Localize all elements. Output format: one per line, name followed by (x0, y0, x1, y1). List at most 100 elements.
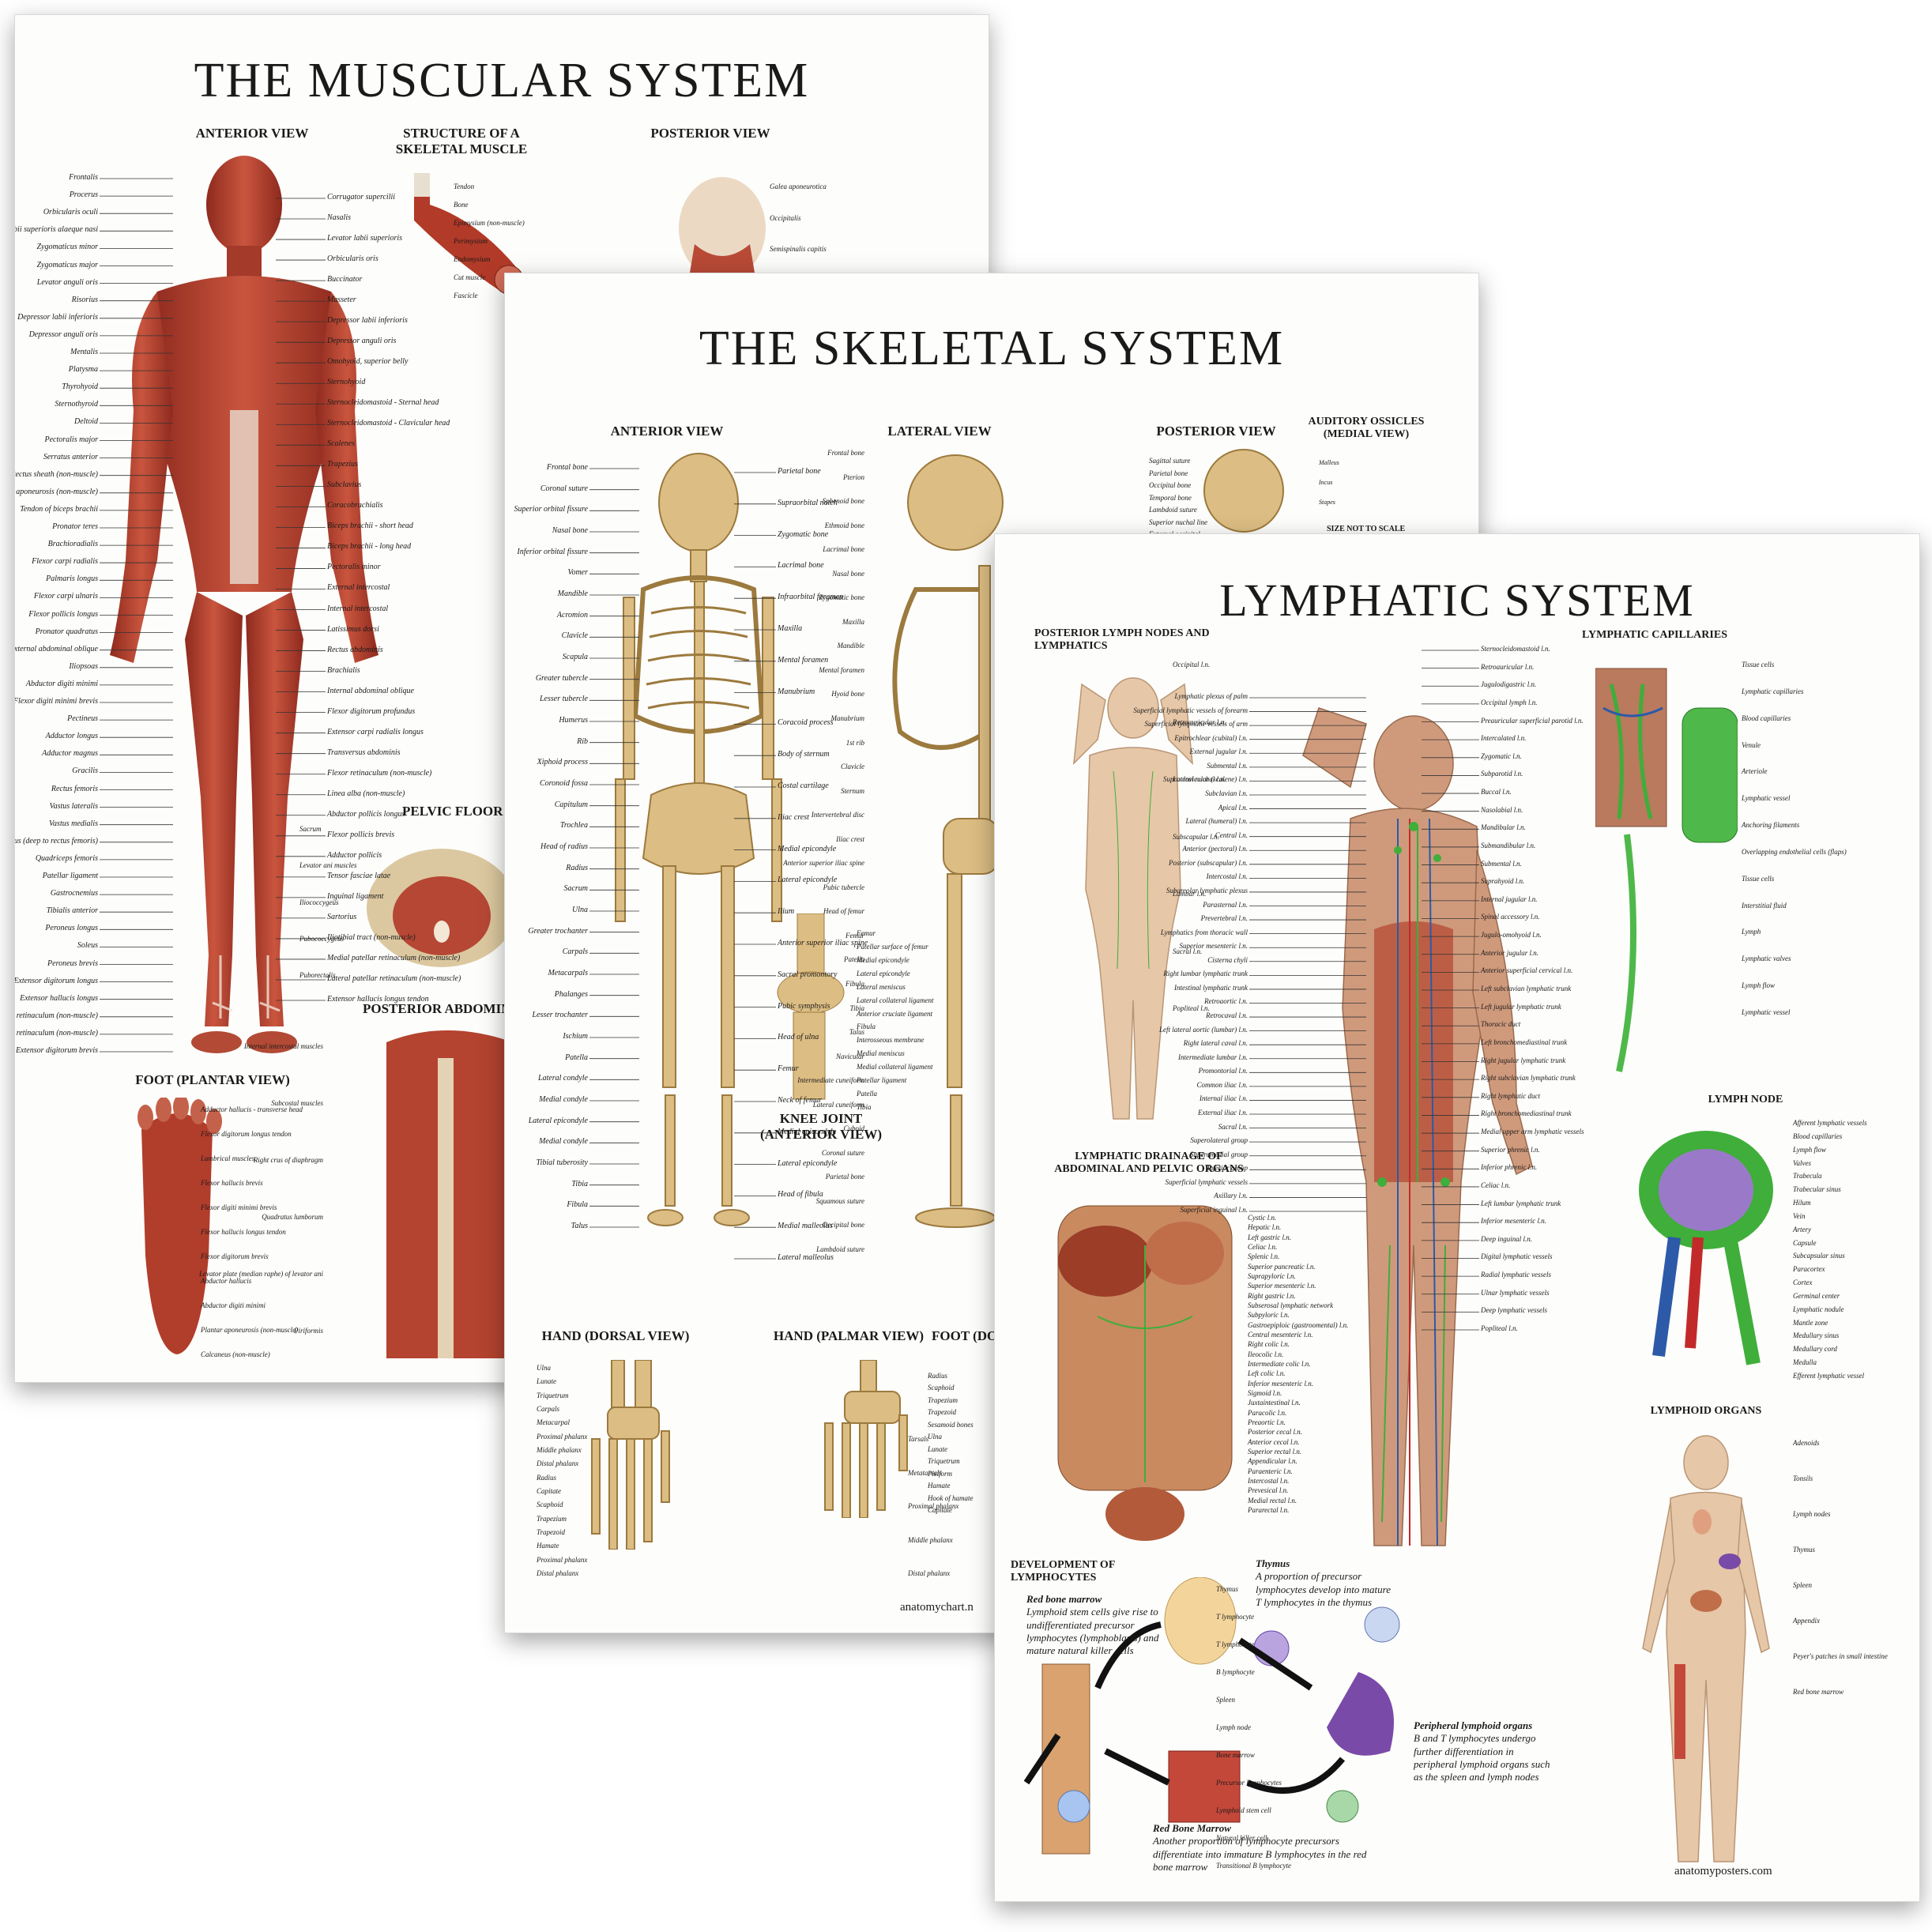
anatomy-label: Right subclavian lymphatic trunk (1481, 1074, 1576, 1083)
anatomy-label: Lesser tubercle (539, 695, 588, 704)
anatomy-label: Greater trochanter (528, 926, 588, 936)
anatomy-label: Extensor digitorum brevis (15, 1046, 98, 1055)
anatomy-label: Medial malleolus (778, 1222, 833, 1231)
anatomy-label: Manubrium (778, 687, 815, 696)
anatomy-label: Sternocleidomastoid l.n. (1481, 645, 1550, 653)
anatomy-label: Radius (537, 1473, 557, 1482)
lymphoid-organs-illustration (1642, 1435, 1770, 1862)
anatomy-label: Distal phalanx (537, 1569, 579, 1577)
anatomy-label: Incus (1319, 479, 1333, 486)
anatomy-label: Rib (577, 736, 588, 746)
anatomy-label: Cut muscle (454, 273, 486, 281)
anatomy-label: Apical l.n. (1218, 803, 1248, 812)
anatomy-label: Superior orbital fissure (514, 505, 588, 514)
anatomy-label: Superficial lymphatic vessels (1165, 1177, 1248, 1186)
anatomy-label: Subserosal lymphatic network (1248, 1301, 1334, 1309)
anatomy-label: Lacrimal bone (823, 545, 864, 554)
anatomy-label: Orbicularis oculi (43, 208, 98, 217)
anatomy-label: Capitulum (554, 800, 588, 809)
anatomy-label: Sacral l.n. (1218, 1122, 1248, 1131)
anatomy-label: Parietal bone (1149, 469, 1188, 477)
anatomy-label: Coracoid process (778, 718, 834, 728)
anatomy-label: Sternothyroid (55, 400, 98, 409)
anatomy-label: Superior extensor retinaculum (non-muscl… (15, 1011, 98, 1020)
anatomy-label: Superior phrenic l.n. (1481, 1145, 1540, 1154)
anatomy-label: Superficial lymphatic vessels of arm (1144, 720, 1248, 729)
anatomy-label: Medial condyle (539, 1095, 588, 1104)
anatomy-label: Deep inguinal l.n. (1481, 1234, 1532, 1243)
anatomy-label: Superior pancreatic l.n. (1248, 1262, 1316, 1271)
anatomy-label: Extensor digitorum longus (14, 976, 98, 985)
anatomy-label: Abductor digiti minimi (201, 1301, 266, 1309)
anatomy-label: Tensor fasciae latae (327, 871, 391, 880)
anatomy-label: Flexor digitorum brevis (201, 1252, 269, 1260)
anatomy-label: Anterior superior iliac spine (778, 939, 868, 947)
anatomy-label: Middle phalanx (908, 1535, 953, 1544)
anatomy-label: Right lumbar lymphatic trunk (1163, 970, 1248, 978)
anatomy-label: Subclavius (327, 480, 362, 490)
anatomy-label: Scapula (562, 653, 588, 661)
anatomy-label: Peroneus brevis (47, 958, 98, 968)
anatomy-label: Occipital lymph l.n. (1481, 698, 1538, 706)
anatomy-label: Temporal bone (1149, 493, 1192, 502)
anatomy-label: Mandibular l.n. (1481, 823, 1526, 832)
anatomy-label: Overlapping endothelial cells (flaps) (1742, 847, 1847, 856)
anatomy-label: Lymphoid stem cell (1216, 1806, 1271, 1814)
anatomy-label: Lymphatic vessel (1742, 1008, 1791, 1016)
anatomy-label: Head of fibula (778, 1190, 823, 1199)
anatomy-label: Platysma (68, 365, 98, 375)
anatomy-label: Capitate (928, 1506, 952, 1514)
poster-skeletal-system: THE SKELETAL SYSTEM ANTERIOR VIEW LATERA… (504, 273, 1479, 1633)
anatomy-label: Carpals (537, 1405, 560, 1413)
anatomy-label: Squamous suture (815, 1196, 864, 1205)
anatomy-label: Medial rectal l.n. (1248, 1496, 1297, 1505)
anatomy-label: Anterior cruciate ligament (857, 1009, 932, 1018)
anatomy-label: Axillary l.n. (1214, 1192, 1248, 1200)
rbm-text: Another proportion of lymphocyte precurs… (1153, 1835, 1367, 1873)
anatomy-label: Prevesical l.n. (1248, 1486, 1289, 1495)
anatomy-label: Extensor hallucis longus tendon (327, 995, 429, 1004)
anatomy-label: Lesser trochanter (532, 1011, 588, 1020)
anatomy-label: Retroaortic l.n. (1204, 997, 1248, 1006)
anatomy-label: Stapes (1319, 499, 1335, 506)
anatomy-label: Distal phalanx (908, 1569, 951, 1577)
anatomy-label: Humerus (559, 716, 588, 725)
anatomy-label: Sesamoid bones (928, 1420, 974, 1429)
anatomy-label: Extensor hallucis longus (20, 993, 98, 1003)
anatomy-label: Zygomaticus minor (36, 243, 99, 252)
anatomy-label: Submandibular l.n. (1481, 841, 1536, 849)
section-posterior-view: POSTERIOR VIEW (650, 126, 770, 141)
anatomy-label: Biceps brachii - long head (327, 542, 412, 552)
foot-plantar-illustration (137, 1098, 222, 1354)
anatomy-label: Occipital bone (822, 1221, 864, 1230)
muscular-figure-illustration (110, 156, 378, 1053)
anatomy-label: Anterior superior iliac spine (783, 859, 864, 868)
anatomy-label: Trabecula (1793, 1172, 1822, 1181)
anatomy-label: Inferior mesenteric l.n. (1481, 1217, 1546, 1226)
anatomy-label: Metatarsals (908, 1468, 943, 1477)
anatomy-label: Intestinal lymphatic trunk (1174, 983, 1248, 992)
anatomy-label: Lumbar l.n. (1173, 890, 1207, 898)
anatomy-label: Middle phalanx (537, 1446, 582, 1454)
anatomy-label: Spinal accessory l.n. (1481, 913, 1540, 921)
anatomy-label: Peroneus longus (45, 924, 98, 933)
anatomy-label: Frontal bone (827, 449, 864, 457)
lymphocyte-development-illustration (1023, 1577, 1400, 1855)
anatomy-label: Intermediate colic l.n. (1248, 1360, 1311, 1368)
anatomy-label: Mandible (837, 642, 865, 650)
peripheral-text: B and T lymphocytes undergo further diff… (1414, 1732, 1550, 1783)
anatomy-label: Trabecular sinus (1793, 1185, 1841, 1194)
anatomy-label: Lateral patellar retinaculum (non-muscle… (327, 974, 461, 983)
anatomy-label: Lumbrical muscles (201, 1154, 255, 1162)
anatomy-label: Inferior orbital fissure (517, 547, 588, 556)
anatomy-label: Lymph (1742, 928, 1761, 936)
anatomy-label: Tendon (454, 183, 475, 190)
anatomy-label: Parietal bone (825, 1173, 864, 1181)
anatomy-label: Radial lymphatic vessels (1481, 1271, 1551, 1279)
anatomy-label: Left bronchomediastinal trunk (1481, 1038, 1568, 1046)
anatomy-label: Trapezium (537, 1514, 567, 1523)
anatomy-label: Intervertebral disc (811, 811, 864, 819)
anatomy-label: Intercostal l.n. (1248, 1477, 1290, 1485)
anatomy-label: Left colic l.n. (1248, 1369, 1286, 1378)
poster-title: LYMPHATIC SYSTEM (1219, 574, 1695, 626)
